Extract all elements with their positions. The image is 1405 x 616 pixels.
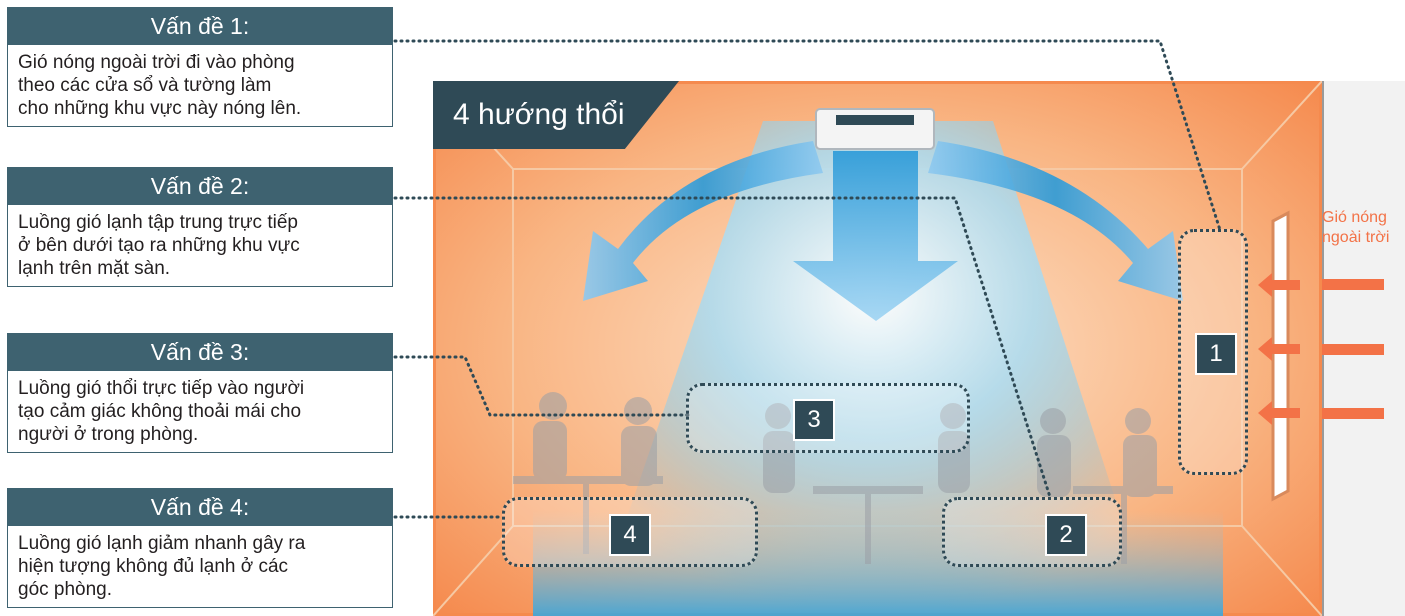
problem-3: Vấn đề 3: Luồng gió thổi trực tiếp vào n… xyxy=(7,333,393,453)
zone-2 xyxy=(942,497,1122,567)
problem-2-line: ở bên dưới tạo ra những khu vực xyxy=(18,235,300,256)
hot-air-arrow-inside xyxy=(1258,401,1300,425)
corner-line xyxy=(433,525,514,616)
zone-4-number: 4 xyxy=(609,514,651,556)
problem-4-line: góc phòng. xyxy=(18,579,113,600)
cool-air-column xyxy=(593,121,1153,616)
problem-2: Vấn đề 2: Luồng gió lạnh tập trung trực … xyxy=(7,167,393,287)
leader-line-2 xyxy=(393,196,1052,499)
outside-hot-air-label: Gió nóng ngoài trời xyxy=(1322,208,1389,248)
airflow-arrow-down xyxy=(793,151,958,321)
problem-4-line: Luồng gió lạnh giảm nhanh gây ra xyxy=(18,533,306,554)
problem-3-line: Luồng gió thổi trực tiếp vào người xyxy=(18,378,305,399)
hot-air-arrow-inside xyxy=(1258,273,1300,297)
outside-label-line1: Gió nóng xyxy=(1322,209,1387,226)
problem-3-title: Vấn đề 3: xyxy=(7,333,393,371)
airflow-direction-label: 4 hướng thổi xyxy=(433,81,679,149)
leader-lines xyxy=(393,39,1222,519)
zone-2-number: 2 xyxy=(1045,514,1087,556)
airflow-arrow-left xyxy=(583,141,823,301)
problem-1-text: Gió nóng ngoài trời đi vào phòng theo cá… xyxy=(7,45,393,127)
problem-4-line: hiện tượng không đủ lạnh ở các xyxy=(18,556,289,577)
leader-line-3 xyxy=(393,355,690,417)
problem-4-title: Vấn đề 4: xyxy=(7,488,393,526)
room-background xyxy=(433,81,1322,616)
problem-2-line: lạnh trên mặt sàn. xyxy=(18,258,171,279)
leader-line-1 xyxy=(393,39,1222,232)
hot-air-arrow xyxy=(1322,344,1384,355)
hot-air-arrow xyxy=(1322,279,1384,290)
problem-1: Vấn đề 1: Gió nóng ngoài trời đi vào phò… xyxy=(7,7,393,127)
airflow-arrow-right xyxy=(928,141,1183,301)
outside-label-line2: ngoài trời xyxy=(1322,229,1390,246)
zone-3-number: 3 xyxy=(793,399,835,441)
problem-3-text: Luồng gió thổi trực tiếp vào người tạo c… xyxy=(7,371,393,453)
problem-1-line: theo các cửa sổ và tường làm xyxy=(18,75,272,96)
hot-air-arrow-inside xyxy=(1258,337,1300,361)
corner-line xyxy=(1241,525,1322,616)
problem-2-text: Luồng gió lạnh tập trung trực tiếp ở bên… xyxy=(7,205,393,287)
corner-line xyxy=(1241,81,1322,170)
problem-4-text: Luồng gió lạnh giảm nhanh gây ra hiện tư… xyxy=(7,526,393,608)
problem-2-line: Luồng gió lạnh tập trung trực tiếp xyxy=(18,212,298,233)
hot-air-arrow xyxy=(1322,408,1384,419)
problem-3-line: tạo cảm giác không thoải mái cho xyxy=(18,401,302,422)
problem-2-title: Vấn đề 2: xyxy=(7,167,393,205)
room-illustration: 4 hướng thổi xyxy=(433,81,1322,616)
problem-3-line: người ở trong phòng. xyxy=(18,424,199,445)
problem-4: Vấn đề 4: Luồng gió lạnh giảm nhanh gây … xyxy=(7,488,393,608)
indoor-unit-vent xyxy=(836,115,914,125)
hot-air-arrows xyxy=(1258,273,1384,425)
zone-1-number: 1 xyxy=(1195,333,1237,375)
problem-1-line: cho những khu vực này nóng lên. xyxy=(18,98,302,119)
problem-1-line: Gió nóng ngoài trời đi vào phòng xyxy=(18,52,295,73)
problem-1-title: Vấn đề 1: xyxy=(7,7,393,45)
